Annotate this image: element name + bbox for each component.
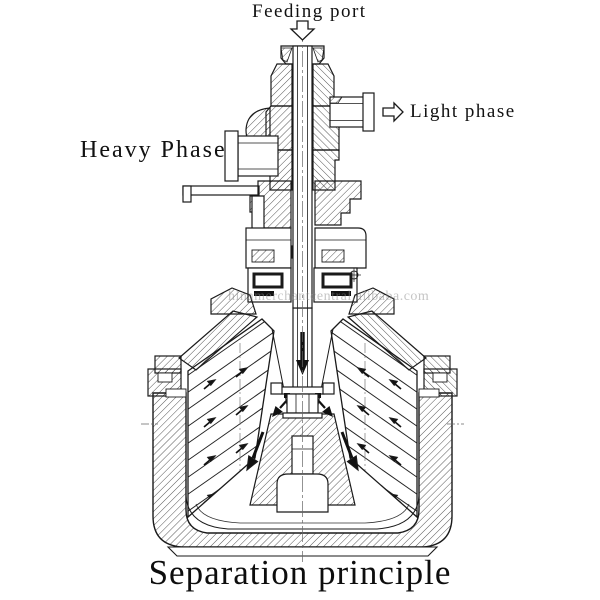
mid-housing (182, 180, 395, 315)
heavy-phase-outlet-pipe (224, 130, 279, 182)
heavy-phase-label: Heavy Phase (80, 137, 227, 163)
light-phase-label: Light phase (410, 101, 516, 122)
centerline (141, 26, 464, 562)
watermark: hinamerchantcentral.alibaba.com (228, 289, 430, 304)
diagram-title: Separation principle (148, 553, 452, 592)
feeding-port-label: Feeding port (252, 1, 367, 22)
light-phase-arrow-icon (382, 101, 404, 123)
feeding-port-arrow-icon (289, 20, 316, 41)
light-phase-outlet-pipe (329, 92, 375, 132)
